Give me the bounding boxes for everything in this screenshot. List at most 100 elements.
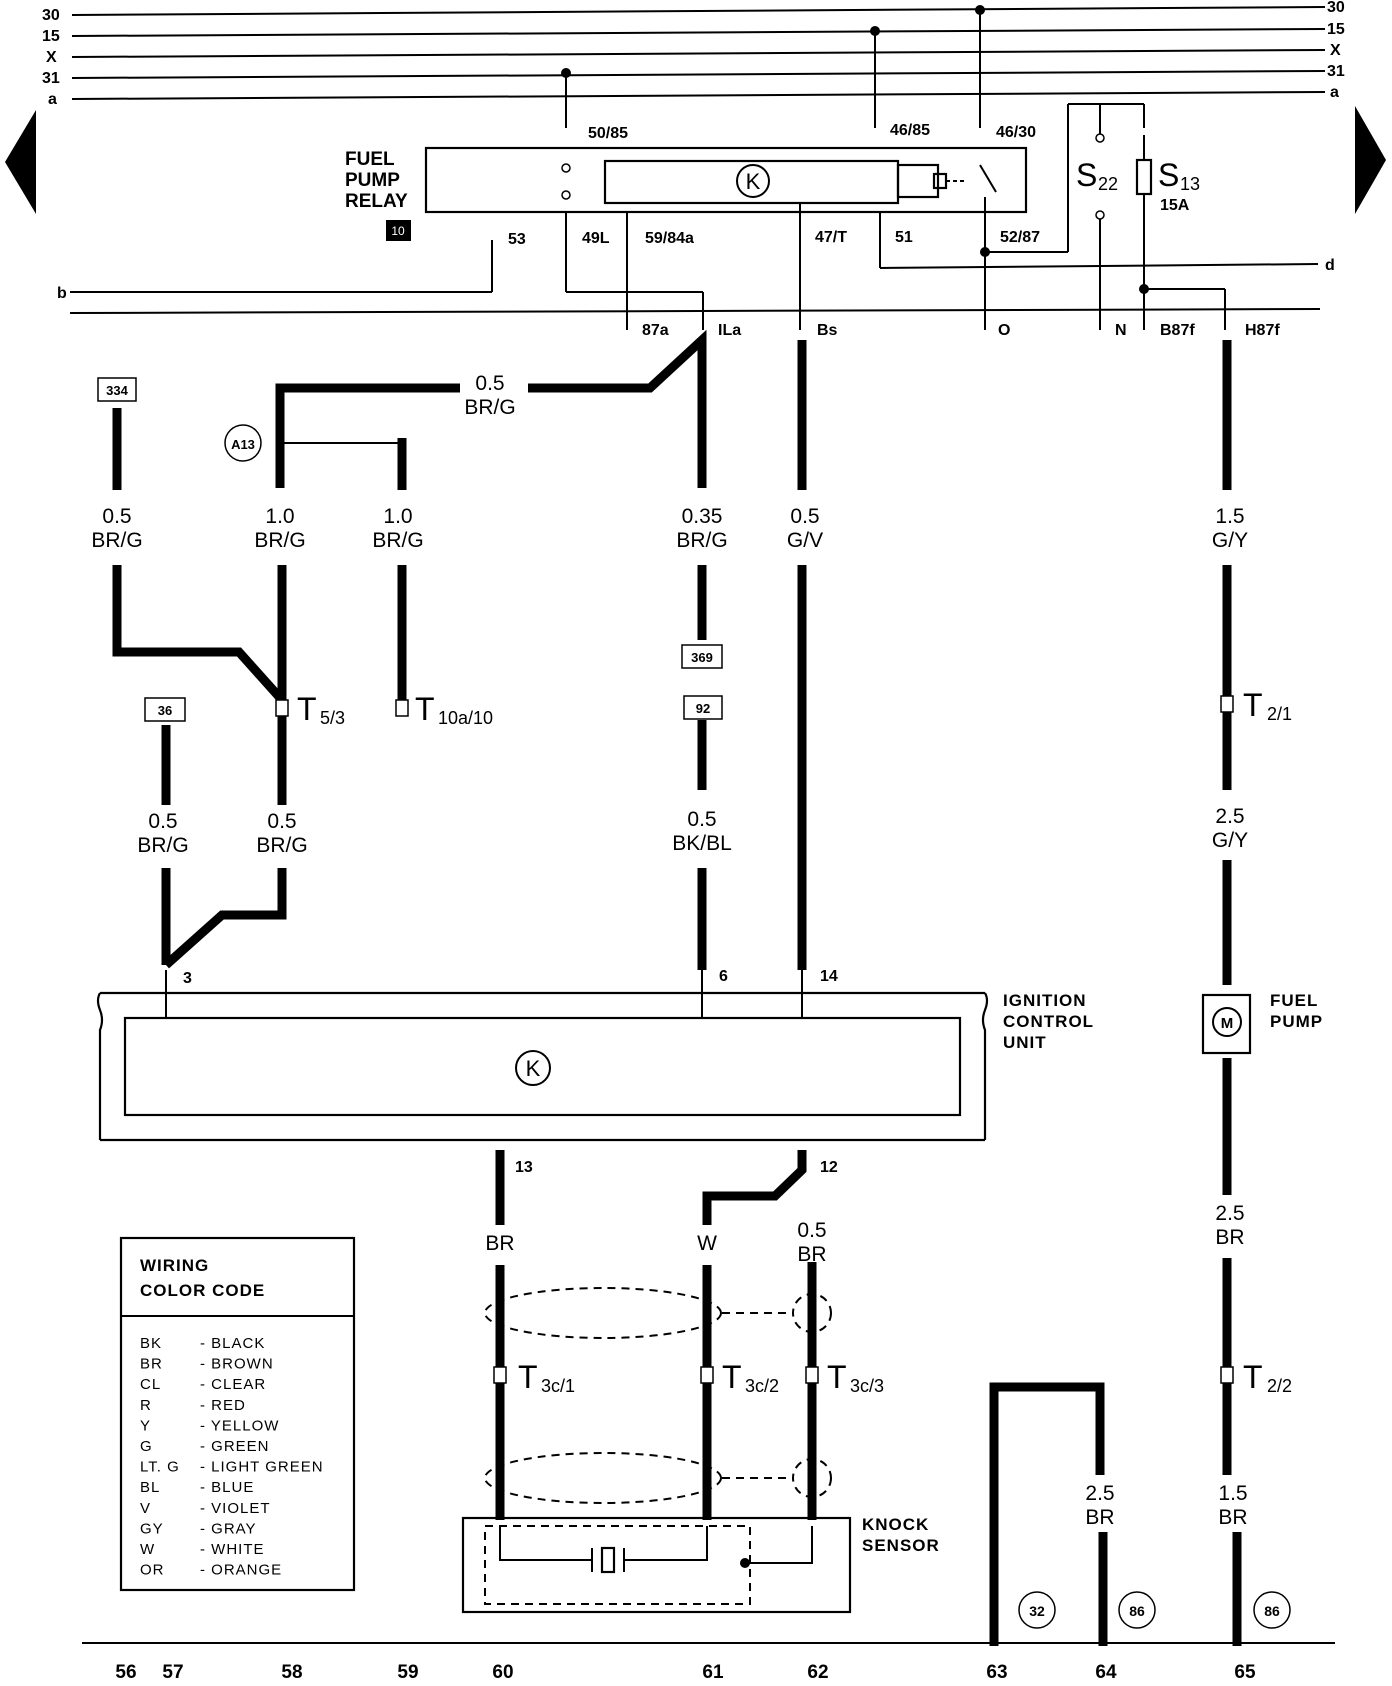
bus-label-31-right: 31 [1327,63,1345,80]
legend-name: - CLEAR [200,1376,266,1393]
wire-ila-size: 0.35 [682,505,723,528]
track-number: 63 [986,1662,1007,1683]
legend-code: LT. G [140,1459,180,1476]
ref-tag-369: 369 [681,644,723,669]
relay-coil-icon [736,164,770,198]
wire-top-color: BR/G [464,396,515,419]
wire-64-size: 2.5 [1085,1482,1114,1505]
terminal-t3c-2: T 3c/2 [700,1359,779,1396]
bus-label-a-right: a [1330,84,1339,101]
wire-13-color: BR [485,1232,514,1255]
legend-name: - BLACK [200,1335,265,1352]
svg-text:3c/2: 3c/2 [745,1376,779,1396]
legend-code: G [140,1438,153,1455]
relay-pin-59-84a: 59/84a [645,230,694,247]
legend-name: - BROWN [200,1356,274,1373]
wire-t10-color: BR/G [372,529,423,552]
legend-name: - WHITE [200,1541,265,1558]
wire-92-size: 0.5 [687,808,716,831]
bus-label-15-left: 15 [42,28,60,45]
crystal-icon [600,1546,616,1574]
icu-pin-14: 14 [820,968,838,985]
wire-a13-color: BR/G [254,529,305,552]
svg-text:A13: A13 [231,437,255,452]
wire-h87f-size: 1.5 [1215,505,1244,528]
legend-code: CL [140,1376,161,1393]
harness-label-h87f: H87f [1245,322,1280,339]
wire-t53-color: BR/G [256,834,307,857]
legend-code: Y [140,1417,151,1434]
legend-name: - RED [200,1397,246,1414]
relay-pin-50-85: 50/85 [588,125,628,142]
wire-pump-in-size: 2.5 [1215,805,1244,828]
wire-334-color: BR/G [91,529,142,552]
ref-tag-36: 36 [144,697,186,722]
relay-pin-47-t: 47/T [815,229,847,246]
track-number: 61 [702,1662,724,1683]
fuse-s13-sub: 13 [1180,174,1200,194]
wire-12-size: 0.5 [797,1219,826,1242]
ref-tag-a13: A13 [224,424,262,462]
svg-text:334: 334 [106,383,128,398]
fuse-icon [1135,158,1153,196]
wire-top-size: 0.5 [475,372,504,395]
harness-label-n: N [1115,322,1127,339]
legend-name: - ORANGE [200,1562,282,1579]
fuel-pump-title-line2: PUMP [1270,1012,1323,1031]
icu-pin-13: 13 [515,1159,533,1176]
track-number: 58 [281,1662,302,1683]
wire-w-color: W [697,1232,717,1255]
wire-65-color: BR [1218,1506,1247,1529]
svg-text:369: 369 [691,650,713,665]
fuse-s13-rating: 15A [1160,197,1190,214]
legend-code: GY [140,1520,164,1537]
wire-64-color: BR [1085,1506,1114,1529]
fuse-s22-sub: 22 [1098,174,1118,194]
relay-title-line2: PUMP [345,170,400,191]
legend-code: BK [140,1335,162,1352]
legend-name: - VIOLET [200,1500,271,1517]
fuse-s13-label: S [1158,157,1179,193]
relay-pin-51: 51 [895,229,913,246]
relay-pin-52-87: 52/87 [1000,229,1040,246]
prev-page-arrow-icon[interactable] [5,110,36,214]
svg-text:92: 92 [696,701,710,716]
ref-circle-86a: 86 [1118,1591,1156,1629]
knock-sensor: KNOCK SENSOR [461,1515,939,1614]
next-page-arrow-icon[interactable] [1355,106,1386,214]
ref-tag-92: 92 [683,695,723,720]
bus-label-x-left: X [46,49,57,66]
ref-tag-334: 334 [97,377,137,402]
wire-bs-color: G/V [787,529,823,552]
relay-pin-46-85: 46/85 [890,122,930,139]
track-number: 56 [115,1662,136,1683]
svg-text:K: K [526,1056,541,1081]
wire-pump-out-size: 2.5 [1215,1202,1244,1225]
legend-code: W [140,1541,155,1558]
icu-pin-6: 6 [719,968,728,985]
legend-title-line1: WIRING [140,1256,209,1275]
bus-label-15-right: 15 [1327,21,1345,38]
bus-label-30-left: 30 [42,7,60,24]
fuse-s13: S 13 15A [1135,135,1226,330]
track-number: 64 [1095,1662,1117,1683]
terminal-t5-3: T 5/3 [275,691,345,728]
legend-code: BR [140,1356,163,1373]
relay-title-line3: RELAY [345,191,408,212]
legend-code: V [140,1500,151,1517]
terminal-t3c-3: T 3c/3 [805,1359,884,1396]
svg-text:T: T [1243,687,1263,723]
icu-title-line1: IGNITION [1003,991,1087,1010]
track-number: 59 [397,1662,418,1683]
wire-pump-in-color: G/Y [1212,829,1248,852]
wire-92-color: BK/BL [672,832,732,855]
wire-t10-size: 1.0 [383,505,412,528]
harness-label-ila: ILa [718,322,741,339]
wire-a13-size: 1.0 [265,505,294,528]
terminal-t10a-10: T 10a/10 [395,691,493,728]
svg-text:T: T [827,1359,847,1395]
svg-text:86: 86 [1264,1603,1280,1619]
relay-symbol: K [746,169,761,194]
